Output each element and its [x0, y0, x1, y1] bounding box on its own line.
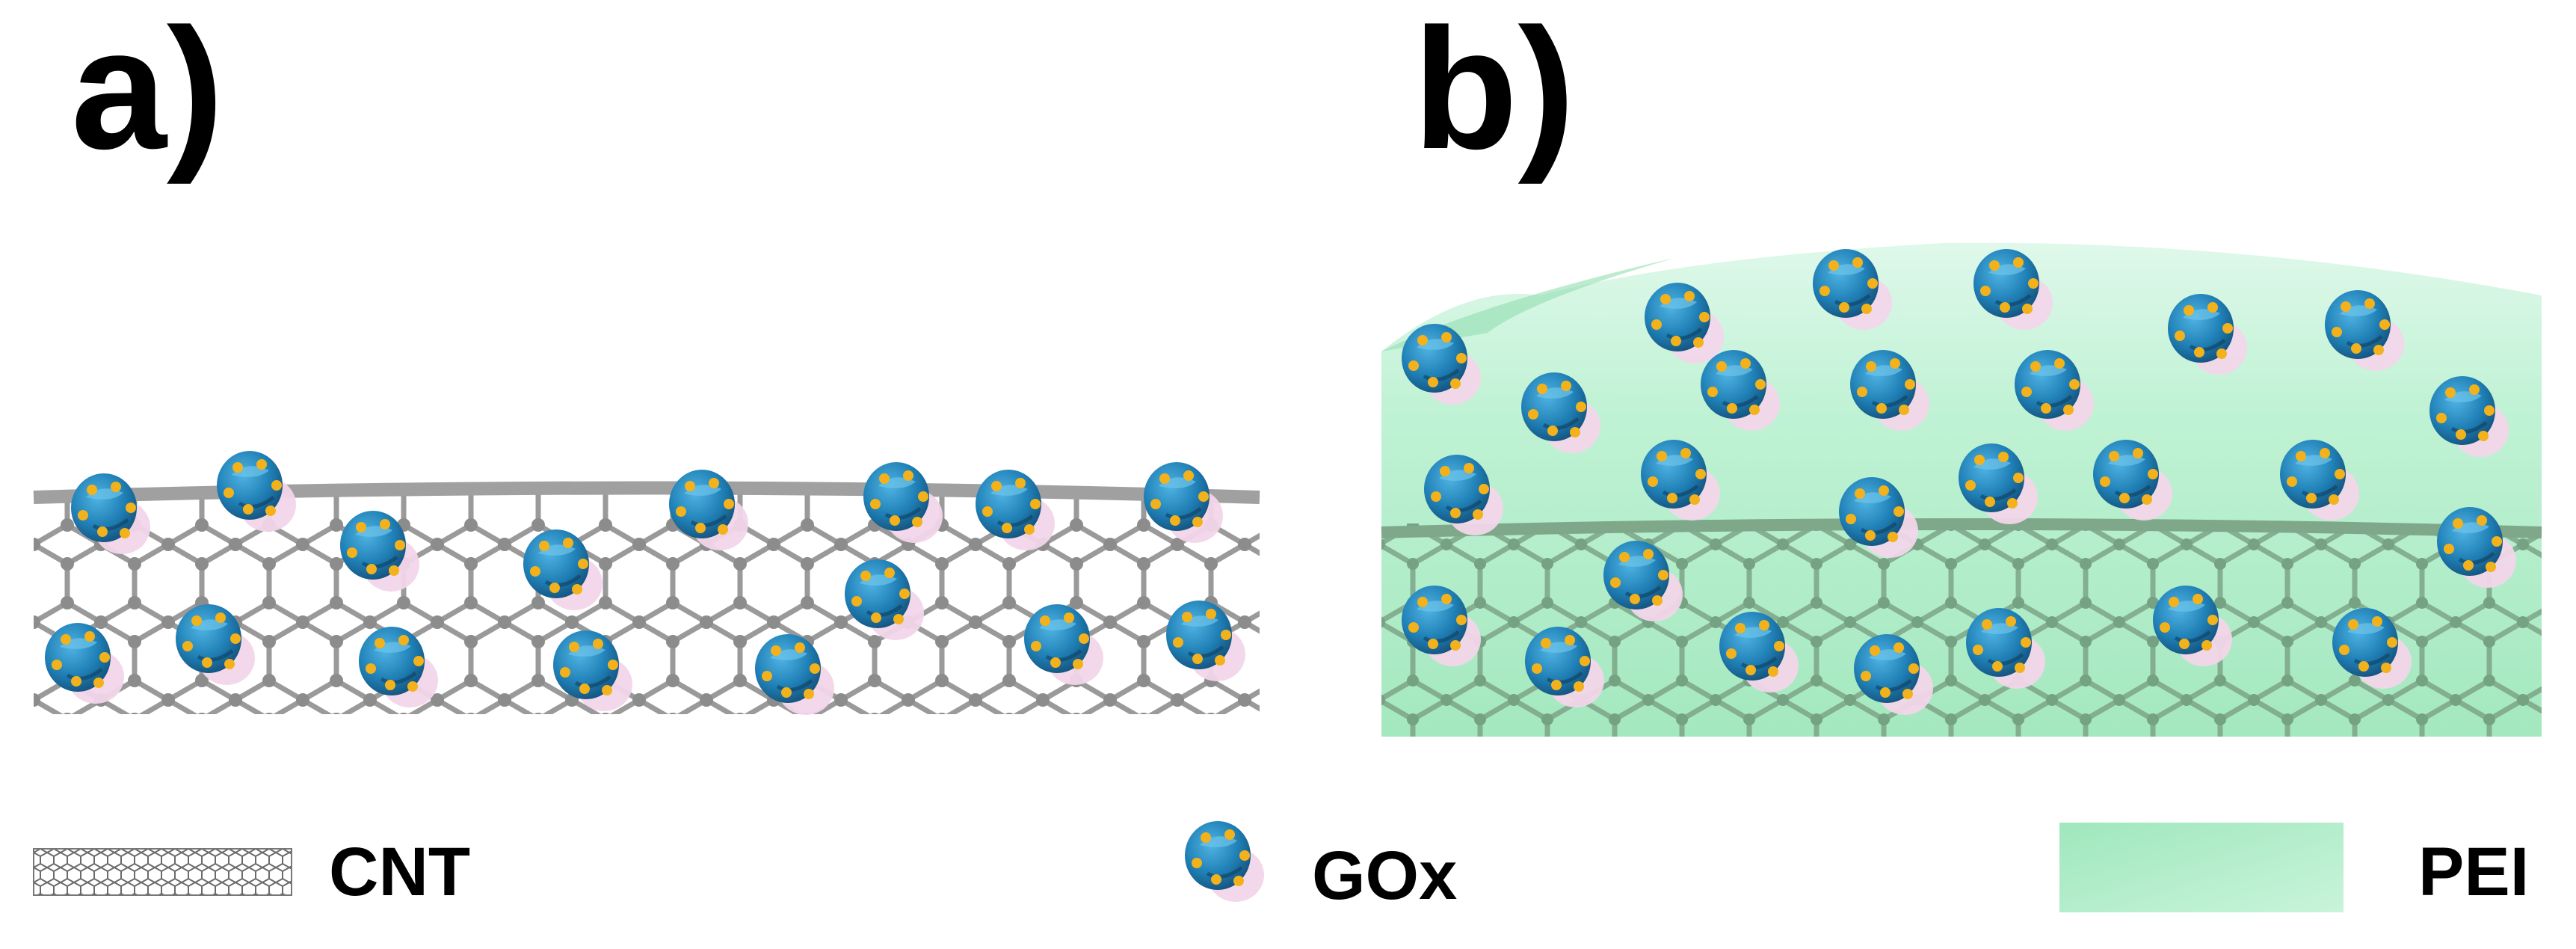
cnt-top-edge-b [1381, 518, 2542, 538]
panel-label-b: b) [1413, 0, 1575, 185]
pei-fold [1381, 258, 1674, 351]
gox-enzyme-icon [1185, 821, 1264, 902]
panel-b-diagram [1381, 242, 2542, 737]
pei-swatch [2059, 823, 2344, 912]
panel-a-diagram [33, 451, 1260, 715]
legend-item-pei: PEI [2059, 823, 2529, 912]
panel-label-a: a) [71, 0, 224, 185]
legend-item-cnt: CNT [33, 834, 470, 910]
legend-label-pei: PEI [2418, 834, 2529, 910]
legend-label-cnt: CNT [329, 834, 470, 910]
legend: CNT GOx PEI [33, 821, 2529, 914]
legend-item-gox: GOx [1185, 821, 1457, 914]
legend-label-gox: GOx [1312, 838, 1457, 914]
cnt-icon [33, 848, 292, 896]
cnt-top-edge-a [33, 481, 1260, 504]
